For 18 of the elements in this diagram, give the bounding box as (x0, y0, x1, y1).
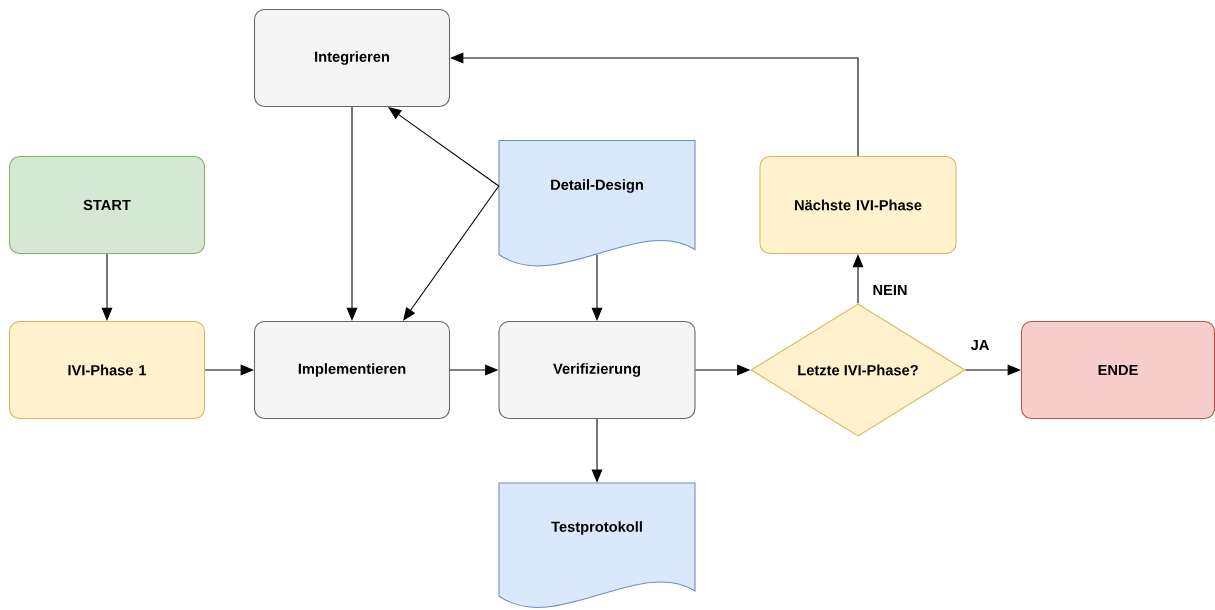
process-box: ENDE (1020, 320, 1215, 420)
edge-label: NEIN (871, 283, 909, 297)
process-box: Implementieren (253, 320, 451, 420)
arrow (403, 185, 500, 321)
arrow (450, 52, 859, 157)
arrow (388, 107, 500, 187)
process-box: START (8, 155, 206, 255)
arrow (204, 364, 254, 376)
process-box: IVI-Phase 1 (8, 320, 206, 420)
arrow (852, 254, 864, 304)
process-box: Verifizierung (498, 320, 696, 420)
arrow (346, 106, 358, 321)
process-box: Nächste IVI-Phase (759, 155, 957, 255)
arrow (101, 253, 113, 321)
arrow (591, 254, 603, 321)
edge-label: JA (969, 338, 991, 352)
process-box: Integrieren (253, 8, 451, 108)
arrow (965, 364, 1021, 376)
